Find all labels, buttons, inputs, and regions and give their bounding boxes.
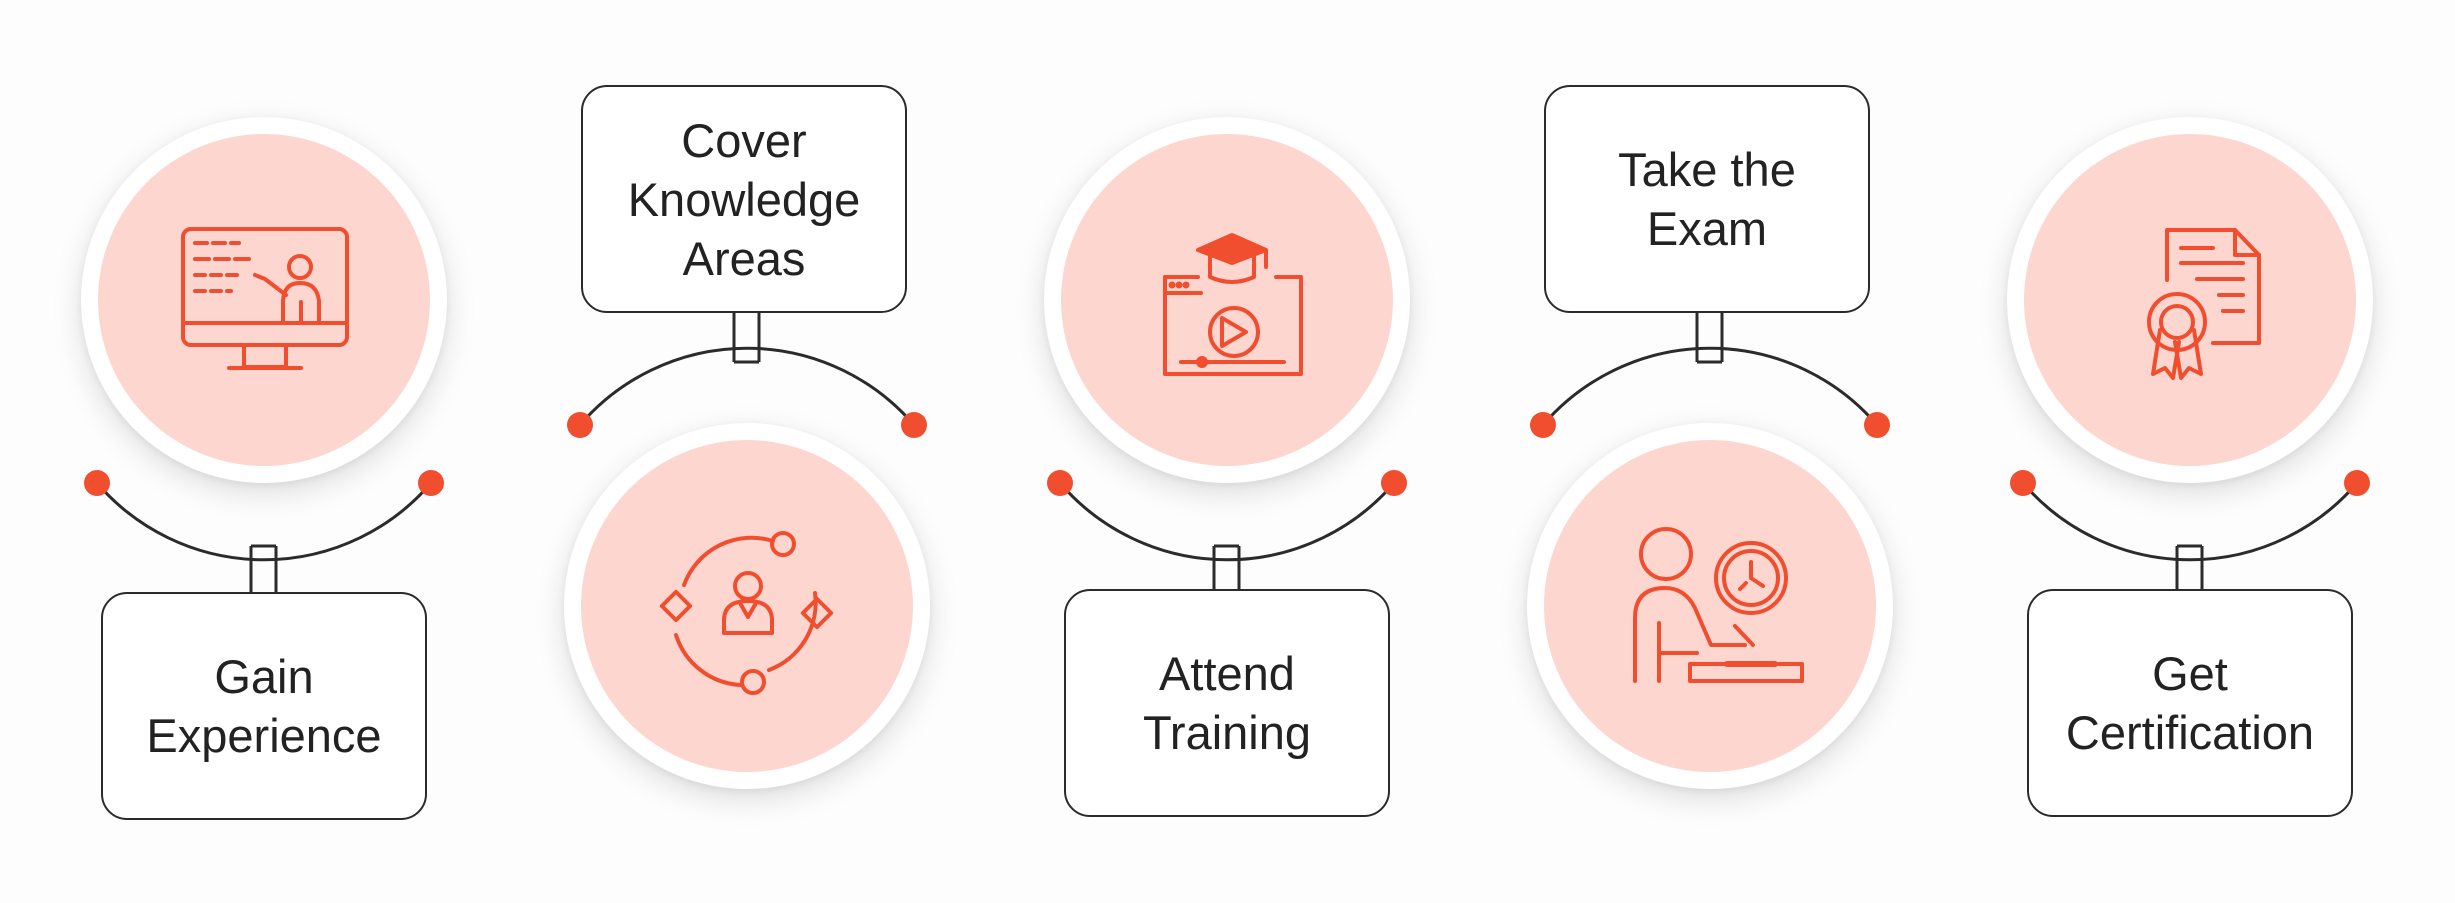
step-1-label-box: Gain Experience: [101, 592, 427, 820]
certificate-award-icon: [2147, 228, 2261, 380]
step-3-label: Attend Training: [1142, 647, 1312, 759]
step-3-circle-fill: [1061, 134, 1393, 466]
connector-dot-right-4: [1864, 412, 1890, 438]
step-5-label: Get Certification: [2065, 647, 2315, 759]
step-3-circle: [1044, 117, 1410, 483]
step-2-circle-fill: [581, 440, 913, 772]
step-4-label-box: Take the Exam: [1544, 85, 1870, 313]
step-4-circle-fill: [1544, 440, 1876, 772]
step-5-circle-fill: [2024, 134, 2356, 466]
connector-dot-left-2: [567, 412, 593, 438]
step-4-label: Take the Exam: [1618, 143, 1796, 255]
knowledge-network-icon: [659, 531, 834, 695]
connector-step-2: [578, 312, 916, 426]
step-4-circle: [1527, 423, 1893, 789]
connector-dot-left-3: [1047, 470, 1073, 496]
connector-dot-right-1: [418, 470, 444, 496]
step-3-label-box: Attend Training: [1064, 589, 1390, 817]
connector-dot-left-1: [84, 470, 110, 496]
connector-step-1: [95, 482, 433, 593]
connector-dot-left-4: [1530, 412, 1556, 438]
exam-clock-desk-icon: [1633, 527, 1804, 683]
step-1-circle-fill: [98, 134, 430, 466]
step-5-circle: [2007, 117, 2373, 483]
connector-step-5: [2021, 482, 2359, 590]
step-2-circle: [564, 423, 930, 789]
connector-dot-right-3: [1381, 470, 1407, 496]
connector-dot-right-5: [2344, 470, 2370, 496]
step-2-label: Cover Knowledge Areas: [627, 113, 861, 285]
connector-step-4: [1541, 312, 1879, 426]
connector-step-3: [1058, 482, 1396, 590]
step-2-label-box: Cover Knowledge Areas: [581, 85, 907, 313]
connector-dot-right-2: [901, 412, 927, 438]
step-1-circle: [81, 117, 447, 483]
online-course-video-icon: [1163, 233, 1303, 376]
presentation-monitor-icon: [181, 227, 349, 370]
connector-dot-left-5: [2010, 470, 2036, 496]
step-1-label: Gain Experience: [146, 650, 382, 762]
step-5-label-box: Get Certification: [2027, 589, 2353, 817]
